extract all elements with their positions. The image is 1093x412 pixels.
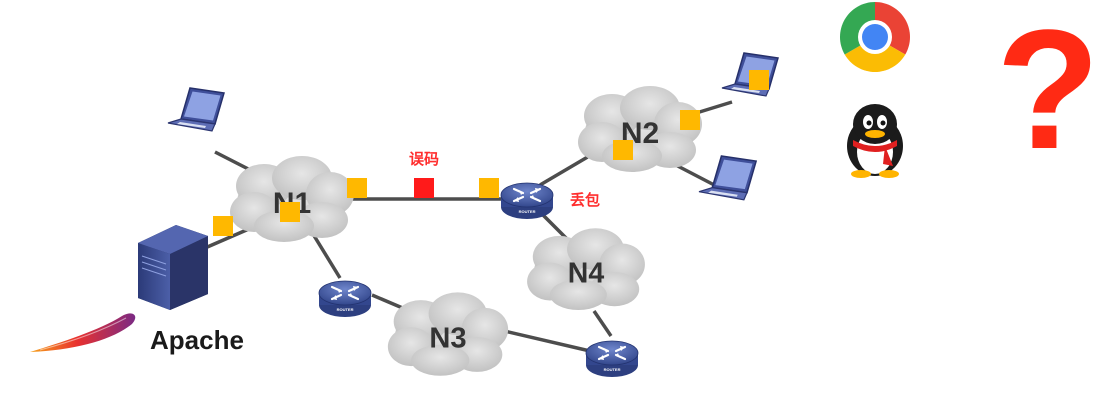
router-left: ROUTER (317, 279, 373, 319)
marker-laptop2 (749, 70, 769, 90)
cloud-n1: N1 (230, 156, 354, 242)
link-n3-router-bottom (499, 328, 591, 353)
cloud-label-n4: N4 (568, 257, 605, 289)
bit-error-label: 误码 (409, 151, 439, 168)
error-marker (414, 178, 434, 198)
cloud-label-n3: N3 (429, 323, 466, 355)
router-top: ROUTER (499, 181, 555, 221)
laptop-1 (167, 87, 225, 132)
apache-logo: Apache (30, 313, 244, 355)
link-n1-router-left (311, 233, 342, 279)
marker-n2 (613, 140, 633, 160)
cloud-n3: N3 (387, 292, 509, 376)
link-router-top-n4 (538, 210, 570, 242)
laptop-icon (167, 87, 225, 132)
qq-penguin-icon (847, 104, 903, 178)
cloud-n4: N4 (527, 228, 645, 310)
markers (213, 70, 769, 236)
marker-server (213, 216, 233, 236)
laptop-3 (698, 155, 757, 201)
router-caption: ROUTER (337, 307, 354, 312)
router-bottom: ROUTER (584, 339, 640, 379)
marker-link-right (479, 178, 499, 198)
chrome-icon (840, 2, 910, 72)
question-mark-icon: ? (996, 0, 1093, 185)
server-icon (138, 225, 208, 310)
router-caption: ROUTER (519, 209, 536, 214)
packet-loss-label: 丢包 (570, 191, 600, 209)
apache-label: Apache (150, 325, 244, 355)
laptop-icon (698, 155, 757, 201)
marker-link-left (347, 178, 367, 198)
apache-feather-icon (30, 313, 136, 352)
server (138, 225, 208, 310)
marker-n2-laptop (680, 110, 700, 130)
router-caption: ROUTER (604, 367, 621, 372)
marker-n1 (280, 202, 300, 222)
link-n4-router-bottom (592, 310, 613, 337)
